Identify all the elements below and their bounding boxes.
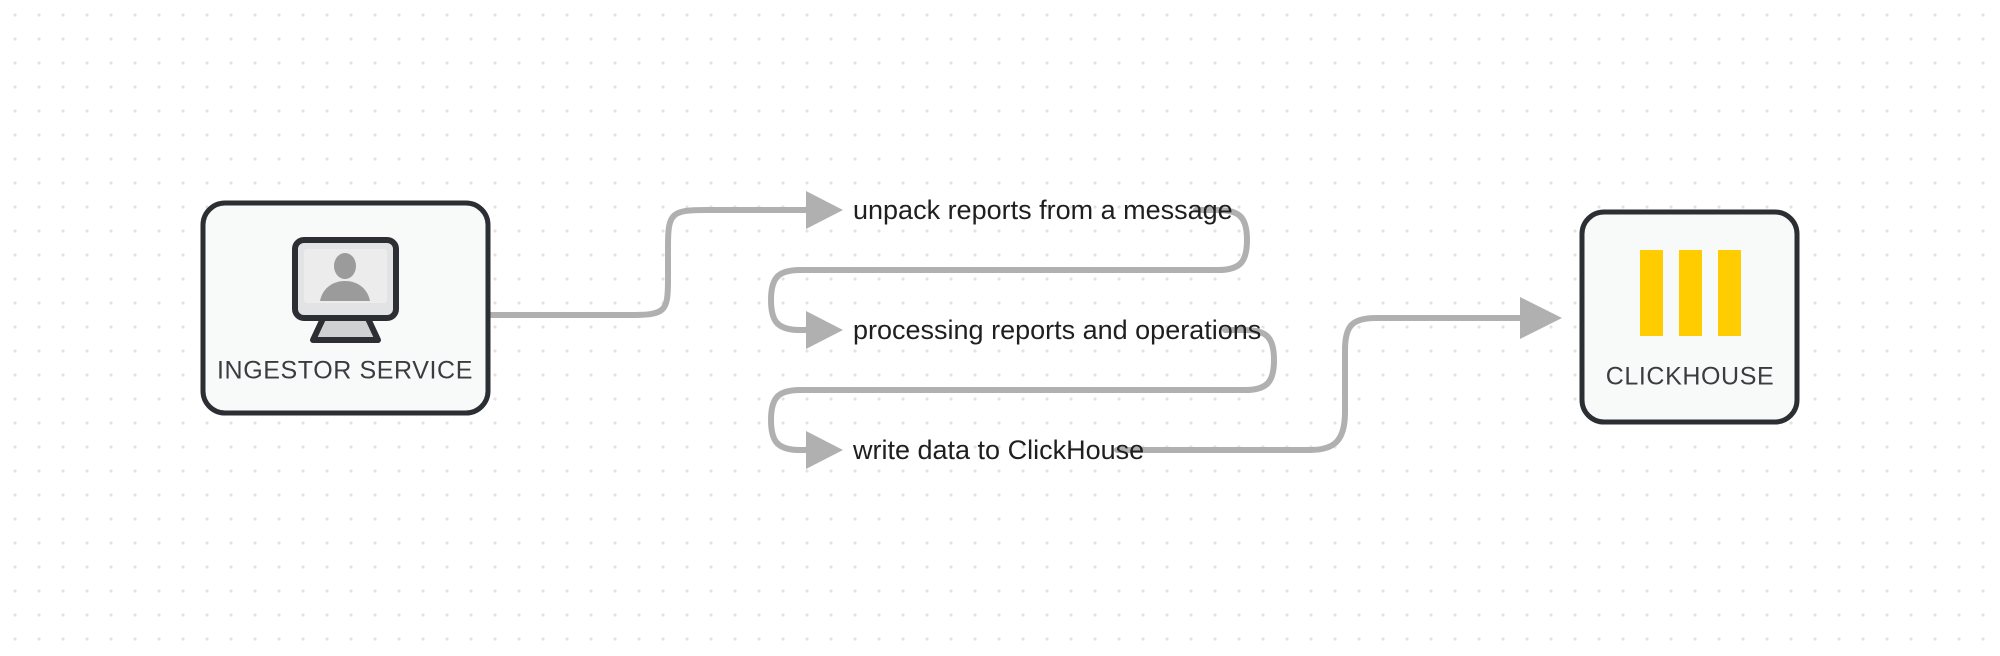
node-clickhouse[interactable]: CLICKHOUSE (1579, 209, 1800, 425)
node-ingestor-caption: INGESTOR SERVICE (217, 357, 473, 385)
node-ingestor-service[interactable]: INGESTOR SERVICE (200, 200, 491, 416)
edge-3-path-in (768, 387, 809, 453)
clickhouse-bar-1 (1640, 250, 1663, 336)
edge-label-1: unpack reports from a message (853, 195, 1233, 225)
clickhouse-bars-icon (1640, 250, 1741, 336)
edge-3-arrow-head (806, 431, 843, 469)
user-silhouette-icon (320, 253, 370, 301)
edge-1-path-in (485, 207, 809, 318)
edge-label-2: processing reports and operations (853, 315, 1261, 345)
monitor-user-icon (292, 237, 399, 343)
edge-group-1[interactable] (485, 191, 1250, 318)
edge-2-path-in (768, 267, 809, 333)
edge-3-path-out (1114, 315, 1523, 453)
node-clickhouse-caption: CLICKHOUSE (1606, 363, 1775, 391)
edge-1-path-out (797, 207, 1250, 273)
edge-label-3: write data to ClickHouse (852, 435, 1144, 465)
edge-1-arrow-head (806, 191, 843, 229)
edge-2-path-out (797, 327, 1277, 393)
clickhouse-bar-2 (1679, 250, 1702, 336)
edge-group-2[interactable] (768, 267, 1277, 393)
edge-3-arrow-head-clickhouse (1520, 297, 1562, 339)
edge-group-3[interactable] (768, 297, 1562, 469)
edge-2-arrow-head (806, 311, 843, 349)
clickhouse-bar-3 (1718, 250, 1741, 336)
monitor-notch-icon (337, 306, 354, 312)
